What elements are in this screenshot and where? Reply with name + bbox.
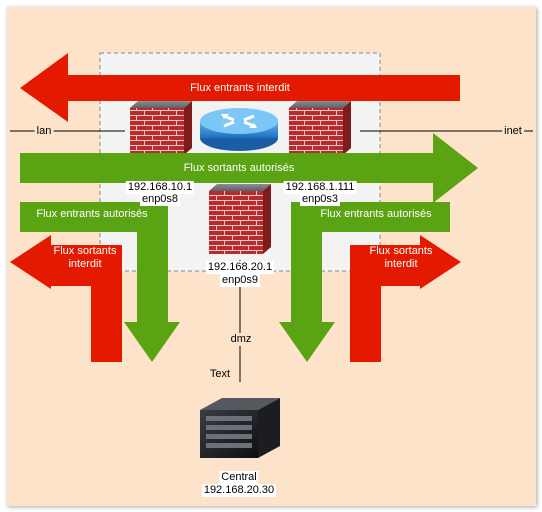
label-in-allowed-right: Flux entrants autorisés <box>320 208 432 220</box>
server-ip: 192.168.20.30 <box>201 484 277 497</box>
fw-left-iface: enp0s8 <box>139 193 181 206</box>
label-inet: inet <box>502 125 524 138</box>
arrow-out-forbidden-right <box>350 235 461 362</box>
firewall-right-icon <box>289 101 351 155</box>
firewall-left-icon <box>130 101 192 155</box>
label-in-forbidden-top: Flux entrants interdit <box>190 82 290 94</box>
label-out-allowed-top: Flux sortants autorisés <box>183 162 295 174</box>
server-icon <box>200 398 280 458</box>
label-lan: lan <box>34 125 54 138</box>
label-out-forbidden-left: Flux sortants interdit <box>53 245 117 270</box>
arrow-out-forbidden-left <box>10 235 122 362</box>
fw-right-ip: 192.168.1.111 <box>283 181 357 194</box>
free-text: Text <box>209 368 231 380</box>
fw-left-ip: 192.168.10.1 <box>125 181 195 194</box>
label-in-allowed-left: Flux entrants autorisés <box>36 208 148 220</box>
fw-bottom-iface: enp0s9 <box>219 274 261 287</box>
arrow-in-forbidden-top <box>20 53 460 122</box>
arrow-out-allowed-top <box>20 133 478 203</box>
firewall-bottom-icon <box>209 184 271 254</box>
arrow-in-allowed-left <box>20 202 180 362</box>
server-name: Central <box>219 471 259 484</box>
fw-bottom-ip: 192.168.20.1 <box>205 261 275 274</box>
label-dmz: dmz <box>228 333 254 346</box>
router-icon <box>200 108 278 151</box>
label-out-forbidden-right: Flux sortants interdit <box>369 245 433 270</box>
arrow-in-allowed-right <box>279 202 450 362</box>
fw-right-iface: enp0s3 <box>299 193 341 206</box>
